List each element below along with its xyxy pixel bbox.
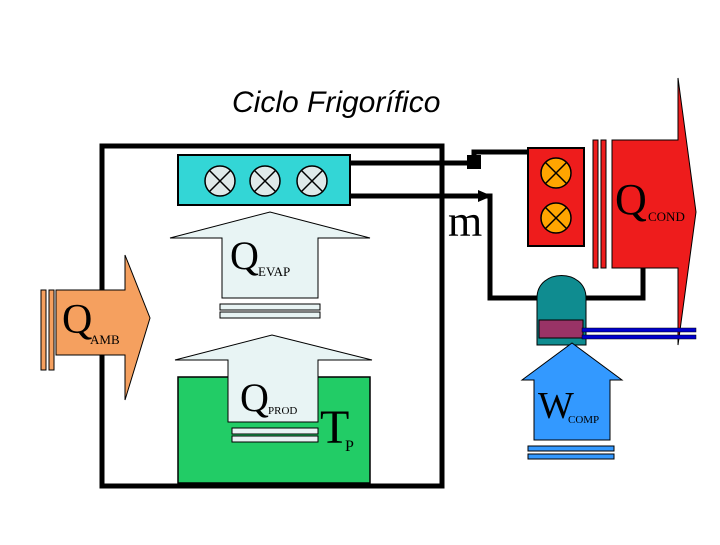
w-comp-symbol: W — [538, 385, 574, 427]
w-comp-bar-1 — [527, 445, 615, 452]
compressor-shaft — [581, 327, 697, 340]
q-evap-symbol: Q — [230, 233, 259, 278]
flow-arrowhead — [478, 190, 492, 202]
evaporator-fan-2 — [249, 165, 281, 197]
condenser-fan-1 — [540, 157, 572, 189]
q-prod-arrow — [174, 334, 373, 423]
q-prod-symbol: Q — [240, 375, 269, 420]
q-evap-arrow — [169, 211, 371, 299]
w-comp-arrow — [520, 342, 624, 441]
q-amb-arrow — [40, 254, 151, 401]
q-prod-bar-2 — [231, 435, 319, 443]
q-cond-subscript: COND — [648, 209, 685, 224]
w-comp-subscript: COMP — [568, 414, 600, 426]
q-prod-subscript: PROD — [268, 405, 298, 417]
pipe-valve — [467, 155, 481, 169]
q-amb-subscript: AMB — [90, 332, 120, 347]
w-comp-bar-2 — [527, 453, 615, 460]
condenser-fan-2 — [540, 202, 572, 234]
product-temperature-symbol: T — [320, 401, 350, 454]
q-cond-arrow — [592, 77, 697, 346]
q-evap-bar-2 — [219, 311, 321, 319]
refrigerant-piping — [350, 149, 646, 301]
q-amb-symbol: Q — [62, 297, 93, 343]
q-prod-bar-1 — [231, 427, 319, 435]
q-evap-subscript: EVAP — [258, 264, 291, 279]
evaporator-fan-3 — [296, 165, 328, 197]
mass-flow-symbol: m — [448, 197, 483, 246]
q-evap-bar-1 — [219, 303, 321, 311]
compressor-band — [538, 319, 584, 339]
product-temperature-subscript: P — [345, 438, 354, 455]
evaporator-fan-1 — [204, 165, 236, 197]
diagram-title: Ciclo Frigorífico — [232, 86, 441, 119]
q-cond-symbol: Q — [615, 175, 647, 224]
